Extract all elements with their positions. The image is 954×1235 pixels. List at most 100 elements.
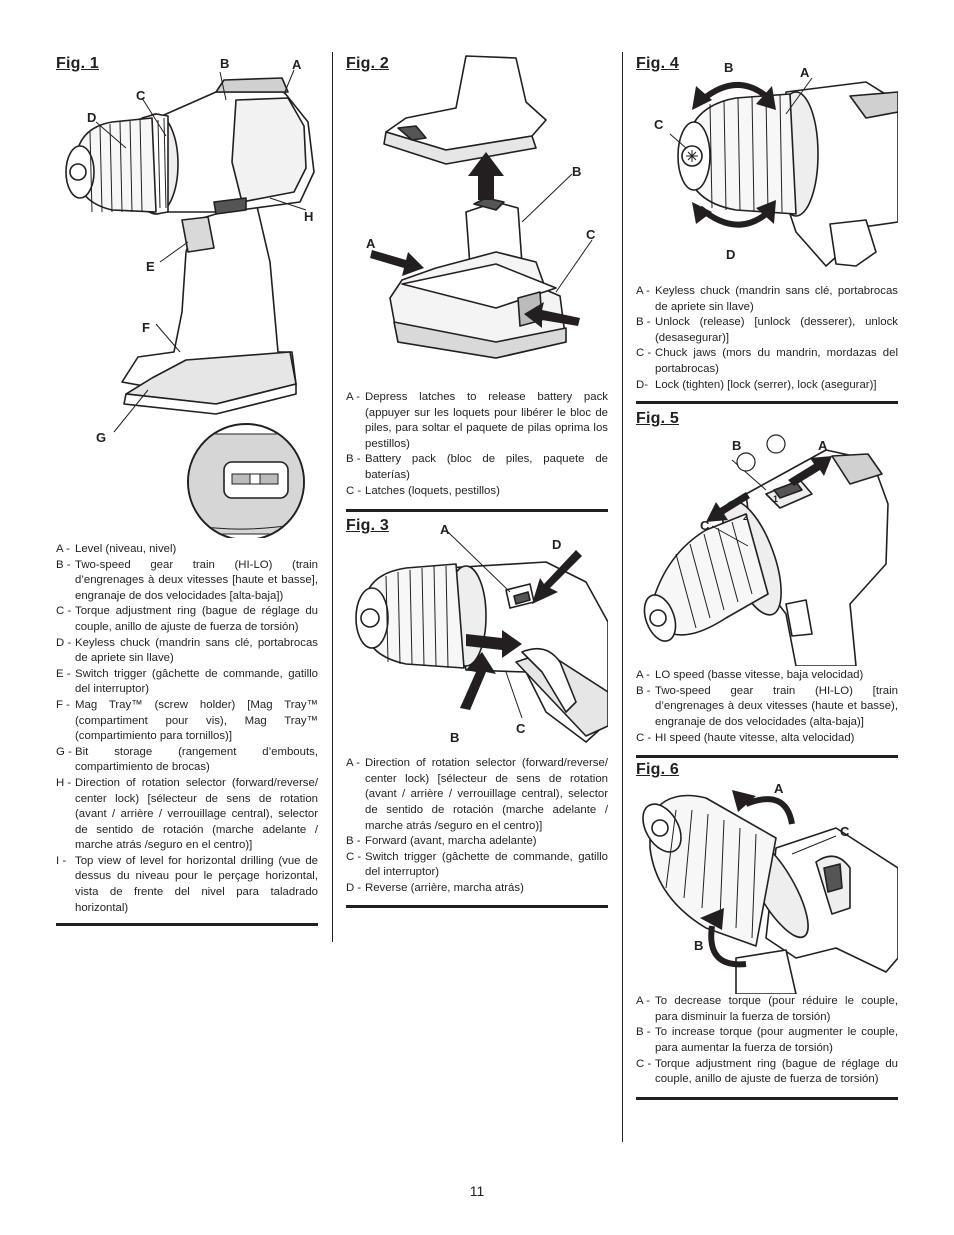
fig6-torque-illustration: [642, 790, 898, 995]
fig5-legend-item: A -LO speed (basse vitesse, baja velocid…: [636, 668, 898, 684]
fig1-callout-b: B: [220, 56, 230, 71]
legend-letter: F -: [56, 698, 70, 711]
fig3-callout-a: A: [440, 522, 450, 538]
legend-text: Torque adjustment ring (bague de réglage…: [655, 1057, 898, 1086]
legend-text: Keyless chuck (mandrin sans clé, portabr…: [75, 636, 318, 665]
section-rule: [346, 509, 608, 513]
fig2-callout-b: B: [572, 164, 582, 179]
fig3-title: Fig. 3: [346, 517, 389, 535]
fig1-callout-g: G: [96, 430, 107, 445]
fig2-legend-item: B -Battery pack (bloc de piles, paquete …: [346, 452, 608, 483]
fig2-callout-a: A: [366, 236, 376, 251]
fig1-title: Fig. 1: [56, 55, 99, 72]
page-number: 11: [469, 1183, 485, 1199]
section-rule: [636, 1096, 898, 1100]
fig1-legend-item: D -Keyless chuck (mandrin sans clé, port…: [56, 636, 318, 667]
fig5-speed-illustration: [643, 434, 889, 667]
fig4-legend-item: A - Keyless chuck (mandrin sans clé, port…: [636, 284, 898, 315]
legend-letter: H -: [56, 776, 72, 789]
legend-text: To increase torque (pour augmenter le co…: [655, 1026, 898, 1054]
fig3-legend: A - Direction of rotation selector (forwa…: [346, 756, 608, 896]
legend-letter: A -: [346, 757, 360, 770]
legend-letter: C -: [636, 731, 652, 744]
fig2-legend-item: C -Latches (loquets, pestillos): [346, 484, 608, 500]
legend-letter: D -: [346, 881, 362, 894]
fig2-figure: Fig. 2 B C A: [346, 52, 608, 388]
legend-text: To decrease torque (pour réduire le coup…: [655, 995, 898, 1023]
fig6-callout-a: A: [774, 781, 784, 797]
legend-letter: G -: [56, 745, 72, 758]
legend-letter: A -: [56, 543, 70, 555]
legend-text: Top view of level for horizontal drillin…: [75, 854, 318, 914]
fig4-callout-d: D: [726, 247, 736, 262]
legend-letter: A -: [636, 285, 650, 297]
legend-letter: B -: [636, 1026, 651, 1039]
section-rule: [636, 755, 898, 759]
legend-text: Switch trigger (gâchette de commande, ga…: [75, 667, 318, 696]
fig3-legend-item: C -Switch trigger (gâchette de commande,…: [346, 850, 608, 881]
fig1-legend-item: E -Switch trigger (gâchette de commande,…: [56, 667, 318, 698]
fig1-legend: A - Level (niveau, nivel) B -Two-speed ge…: [56, 542, 318, 916]
fig5-title: Fig. 5: [636, 410, 679, 428]
fig1-drill-illustration: [65, 69, 315, 538]
fig2-legend-item: A -Depress latches to release battery pa…: [346, 390, 608, 452]
legend-text: Chuck jaws (mors du mandrin, mordazas de…: [655, 347, 898, 375]
fig2-callout-c: C: [586, 227, 596, 242]
fig5-step-2: 2: [743, 512, 749, 523]
legend-text: Two-speed gear train (HI-LO) [train d’en…: [655, 684, 898, 728]
fig2-title: Fig. 2: [346, 55, 389, 72]
fig6-legend-item: A -To decrease torque (pour réduire le c…: [636, 994, 898, 1025]
fig1-legend-item: B -Two-speed gear train (HI-LO) (train d…: [56, 558, 318, 605]
column-3: Fig. 4 B A C D: [636, 52, 898, 1100]
legend-letter: C -: [346, 484, 362, 497]
fig1-callout-c: C: [136, 88, 146, 103]
fig3-selector-illustration: [355, 531, 608, 743]
fig3-legend-item: A - Direction of rotation selector (forwa…: [346, 756, 608, 834]
fig4-figure: Fig. 4 B A C D: [636, 52, 898, 282]
legend-letter: C -: [346, 850, 362, 863]
legend-text: Lock (tighten) [lock (serrer), lock (ase…: [655, 378, 877, 391]
fig6-callout-c: C: [840, 824, 850, 840]
fig1-callout-e: E: [146, 259, 155, 274]
section-rule: [56, 923, 318, 927]
fig6-title: Fig. 6: [636, 761, 679, 779]
fig1-legend-item: C -Torque adjustment ring (bague de régl…: [56, 604, 318, 635]
legend-letter: I -: [56, 854, 67, 867]
legend-letter: D -: [56, 636, 72, 649]
legend-letter: B -: [56, 558, 71, 571]
legend-letter: B -: [636, 684, 651, 697]
fig4-callout-b: B: [724, 60, 734, 75]
legend-text: Reverse (arrière, marcha atrás): [365, 881, 524, 894]
fig3-callout-c: C: [516, 721, 526, 737]
legend-text: Direction of rotation selector (forward/…: [75, 776, 318, 852]
fig1-figure: Fig. 1 B A C D H E F G: [56, 52, 318, 538]
legend-text: Direction of rotation selector (forward/…: [365, 757, 608, 832]
legend-letter: C -: [56, 605, 72, 618]
column-2: Fig. 2 B C A: [346, 52, 608, 908]
fig1-legend-item: H -Direction of rotation selector (forwa…: [56, 776, 318, 854]
fig3-callout-d: D: [552, 537, 562, 553]
legend-text: Battery pack (bloc de piles, paquete de …: [365, 453, 608, 481]
legend-letter: D-: [636, 378, 649, 391]
legend-text: Forward (avant, marcha adelante): [365, 835, 537, 848]
section-rule: [636, 401, 898, 405]
column-1: Fig. 1 B A C D H E F G: [56, 52, 318, 927]
legend-text: Switch trigger (gâchette de commande, ga…: [365, 850, 608, 879]
fig5-figure: Fig. 5 B A C: [636, 404, 898, 667]
fig1-legend-item: G -Bit storage (rangement d’embouts, com…: [56, 745, 318, 776]
legend-text: Keyless chuck (mandrin sans clé, portabr…: [655, 285, 898, 313]
legend-text: Level (niveau, nivel): [75, 543, 177, 555]
legend-text: LO speed (basse vitesse, baja velocidad): [655, 669, 864, 682]
fig5-legend-item: B - Two-speed gear train (HI-LO) [train d…: [636, 684, 898, 731]
legend-letter: C -: [636, 347, 652, 360]
fig2-battery-illustration: [370, 55, 593, 359]
legend-letter: C -: [636, 1057, 652, 1070]
fig4-callout-c: C: [654, 117, 664, 132]
fig4-legend: A - Keyless chuck (mandrin sans clé, port…: [636, 284, 898, 393]
fig5-callout-b: B: [732, 438, 742, 454]
fig6-legend-item: C -Torque adjustment ring (bague de régl…: [636, 1057, 898, 1088]
fig4-chuck-illustration: [669, 77, 898, 267]
fig1-callout-a: A: [292, 57, 302, 72]
fig1-legend-item: A - Level (niveau, nivel): [56, 542, 318, 558]
legend-text: Depress latches to release battery pack …: [365, 391, 608, 450]
